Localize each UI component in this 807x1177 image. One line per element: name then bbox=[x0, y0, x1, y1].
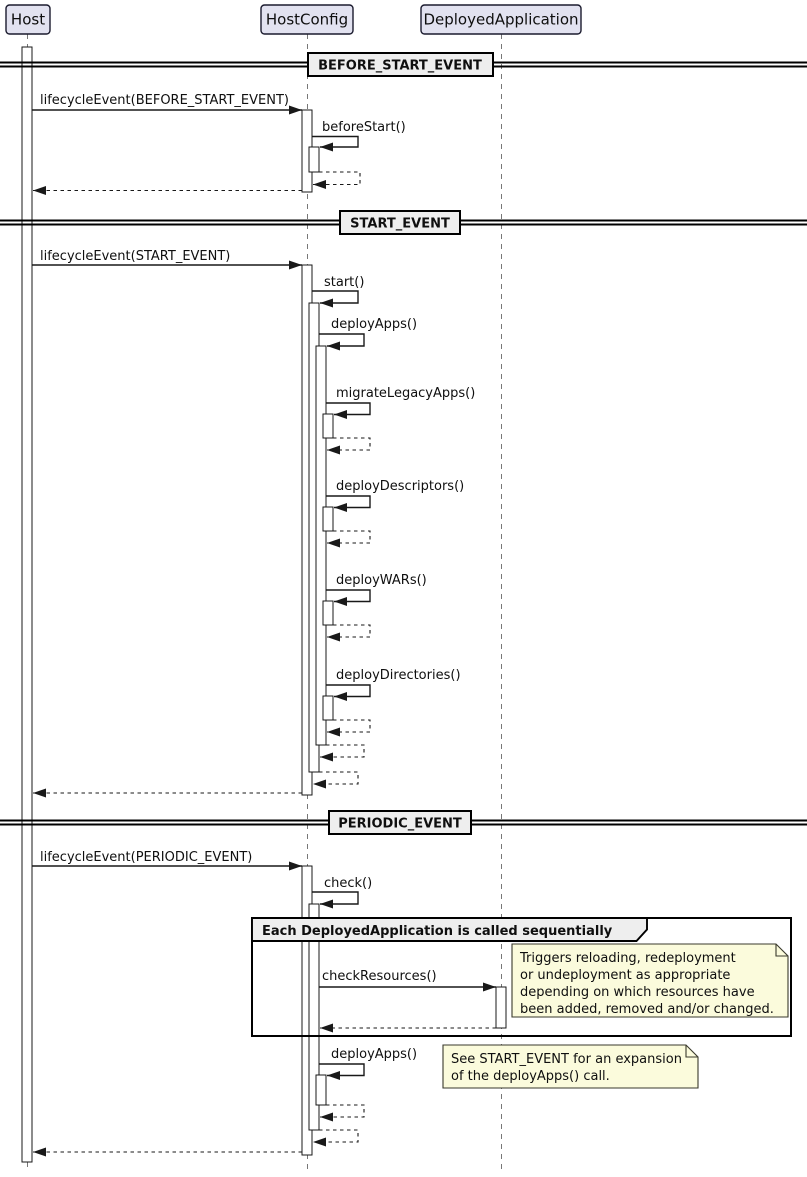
note-line: See START_EVENT for an expansion bbox=[451, 1052, 682, 1067]
message-label-lifecycle-start: lifecycleEvent(START_EVENT) bbox=[40, 249, 230, 264]
message-label-deployapps-periodic: deployApps() bbox=[331, 1047, 417, 1062]
message-label-beforestart: beforeStart() bbox=[322, 120, 406, 135]
group-frame-header bbox=[251, 917, 648, 942]
self-message-deployapps bbox=[319, 333, 365, 351]
activation-bar-deployedapplication bbox=[495, 986, 507, 1029]
section-start-event: lifecycleEvent(START_EVENT) start() depl… bbox=[32, 249, 475, 798]
divider-before-start-event: BEFORE_START_EVENT bbox=[0, 51, 807, 78]
participant-box-deployedapplication bbox=[420, 4, 582, 35]
self-message-beforestart bbox=[312, 135, 359, 152]
activation-bar-deployapps bbox=[315, 345, 327, 746]
message-label-lifecycle-periodic: lifecycleEvent(PERIODIC_EVENT) bbox=[40, 850, 252, 865]
return-message-start bbox=[313, 771, 359, 789]
message-label-check: check() bbox=[324, 876, 372, 891]
note-deploy-apps: See START_EVENT for an expansion of the … bbox=[442, 1044, 699, 1089]
group-frame-label: Each DeployedApplication is called seque… bbox=[262, 924, 613, 939]
participants: Host HostConfig DeployedApplication bbox=[5, 4, 582, 35]
lifelines bbox=[27, 34, 502, 1172]
message-label-migratelegacyapps: migrateLegacyApps() bbox=[336, 386, 475, 401]
self-message-deploydescriptors bbox=[326, 495, 371, 512]
message-label-lifecycle-before-start: lifecycleEvent(BEFORE_START_EVENT) bbox=[40, 93, 289, 108]
note-line: Triggers reloading, redeployment bbox=[519, 951, 736, 966]
section-periodic-event: lifecycleEvent(PERIODIC_EVENT) check() E… bbox=[32, 850, 792, 1157]
message-label-deployapps: deployApps() bbox=[331, 317, 417, 332]
note-line: been added, removed and/or changed. bbox=[520, 1002, 774, 1017]
return-message-beforestart bbox=[313, 171, 361, 189]
activation-bar-deploydescriptors bbox=[322, 506, 334, 532]
return-message-deploydirectories bbox=[327, 719, 371, 737]
note-body bbox=[442, 1044, 699, 1089]
message-label-deploydirectories: deployDirectories() bbox=[336, 668, 461, 683]
divider-box bbox=[306, 51, 495, 78]
return-message-deploydescriptors bbox=[327, 530, 371, 548]
divider-box bbox=[338, 209, 462, 236]
self-message-migratelegacyapps bbox=[326, 402, 371, 419]
return-message-deploywars bbox=[327, 624, 371, 642]
activation-bar-deployapps-periodic bbox=[315, 1074, 327, 1106]
divider-periodic-event: PERIODIC_EVENT bbox=[0, 809, 807, 836]
divider-box bbox=[327, 809, 473, 836]
note-line: of the deployApps() call. bbox=[451, 1069, 610, 1084]
activation-bar-check bbox=[308, 903, 320, 1131]
return-message-deployapps bbox=[320, 744, 365, 762]
note-line: or undeployment as appropriate bbox=[520, 968, 730, 983]
participant-label-host: Host bbox=[11, 11, 45, 29]
self-message-start bbox=[312, 290, 359, 308]
message-label-checkresources: checkResources() bbox=[322, 969, 437, 984]
self-message-check bbox=[312, 891, 359, 909]
activation-bar-deploywars bbox=[322, 600, 334, 626]
participant-label-hostconfig: HostConfig bbox=[266, 11, 348, 29]
self-message-deployapps-periodic bbox=[319, 1063, 365, 1080]
activation-bar-host bbox=[21, 46, 33, 1163]
message-label-deploydescriptors: deployDescriptors() bbox=[336, 479, 464, 494]
divider-label: START_EVENT bbox=[350, 217, 450, 232]
self-message-deploydirectories bbox=[326, 684, 371, 701]
section-before-start-event: lifecycleEvent(BEFORE_START_EVENT) befor… bbox=[32, 93, 406, 195]
return-message-deployapps-periodic bbox=[320, 1104, 365, 1122]
note-check-resources: Triggers reloading, redeployment or unde… bbox=[511, 943, 789, 1018]
return-message-check bbox=[313, 1129, 359, 1147]
note-fold-icon bbox=[685, 1045, 698, 1058]
divider-label: BEFORE_START_EVENT bbox=[318, 59, 482, 74]
activation-bar-beforestart bbox=[308, 146, 320, 173]
message-label-deploywars: deployWARs() bbox=[336, 573, 427, 588]
participant-label-deployedapplication: DeployedApplication bbox=[423, 11, 578, 29]
note-body bbox=[511, 943, 789, 1018]
divider-start-event: START_EVENT bbox=[0, 209, 807, 236]
return-message-migratelegacyapps bbox=[327, 437, 371, 455]
activation-bar-migratelegacyapps bbox=[322, 413, 334, 439]
message-label-start: start() bbox=[324, 275, 364, 290]
self-message-deploywars bbox=[326, 589, 371, 606]
note-fold-icon bbox=[775, 944, 788, 957]
note-line: depending on which resources have bbox=[520, 985, 755, 1000]
participant-box-host bbox=[5, 4, 51, 35]
divider-label: PERIODIC_EVENT bbox=[338, 817, 462, 832]
participant-box-hostconfig bbox=[260, 4, 354, 35]
activation-bar-deploydirectories bbox=[322, 695, 334, 721]
